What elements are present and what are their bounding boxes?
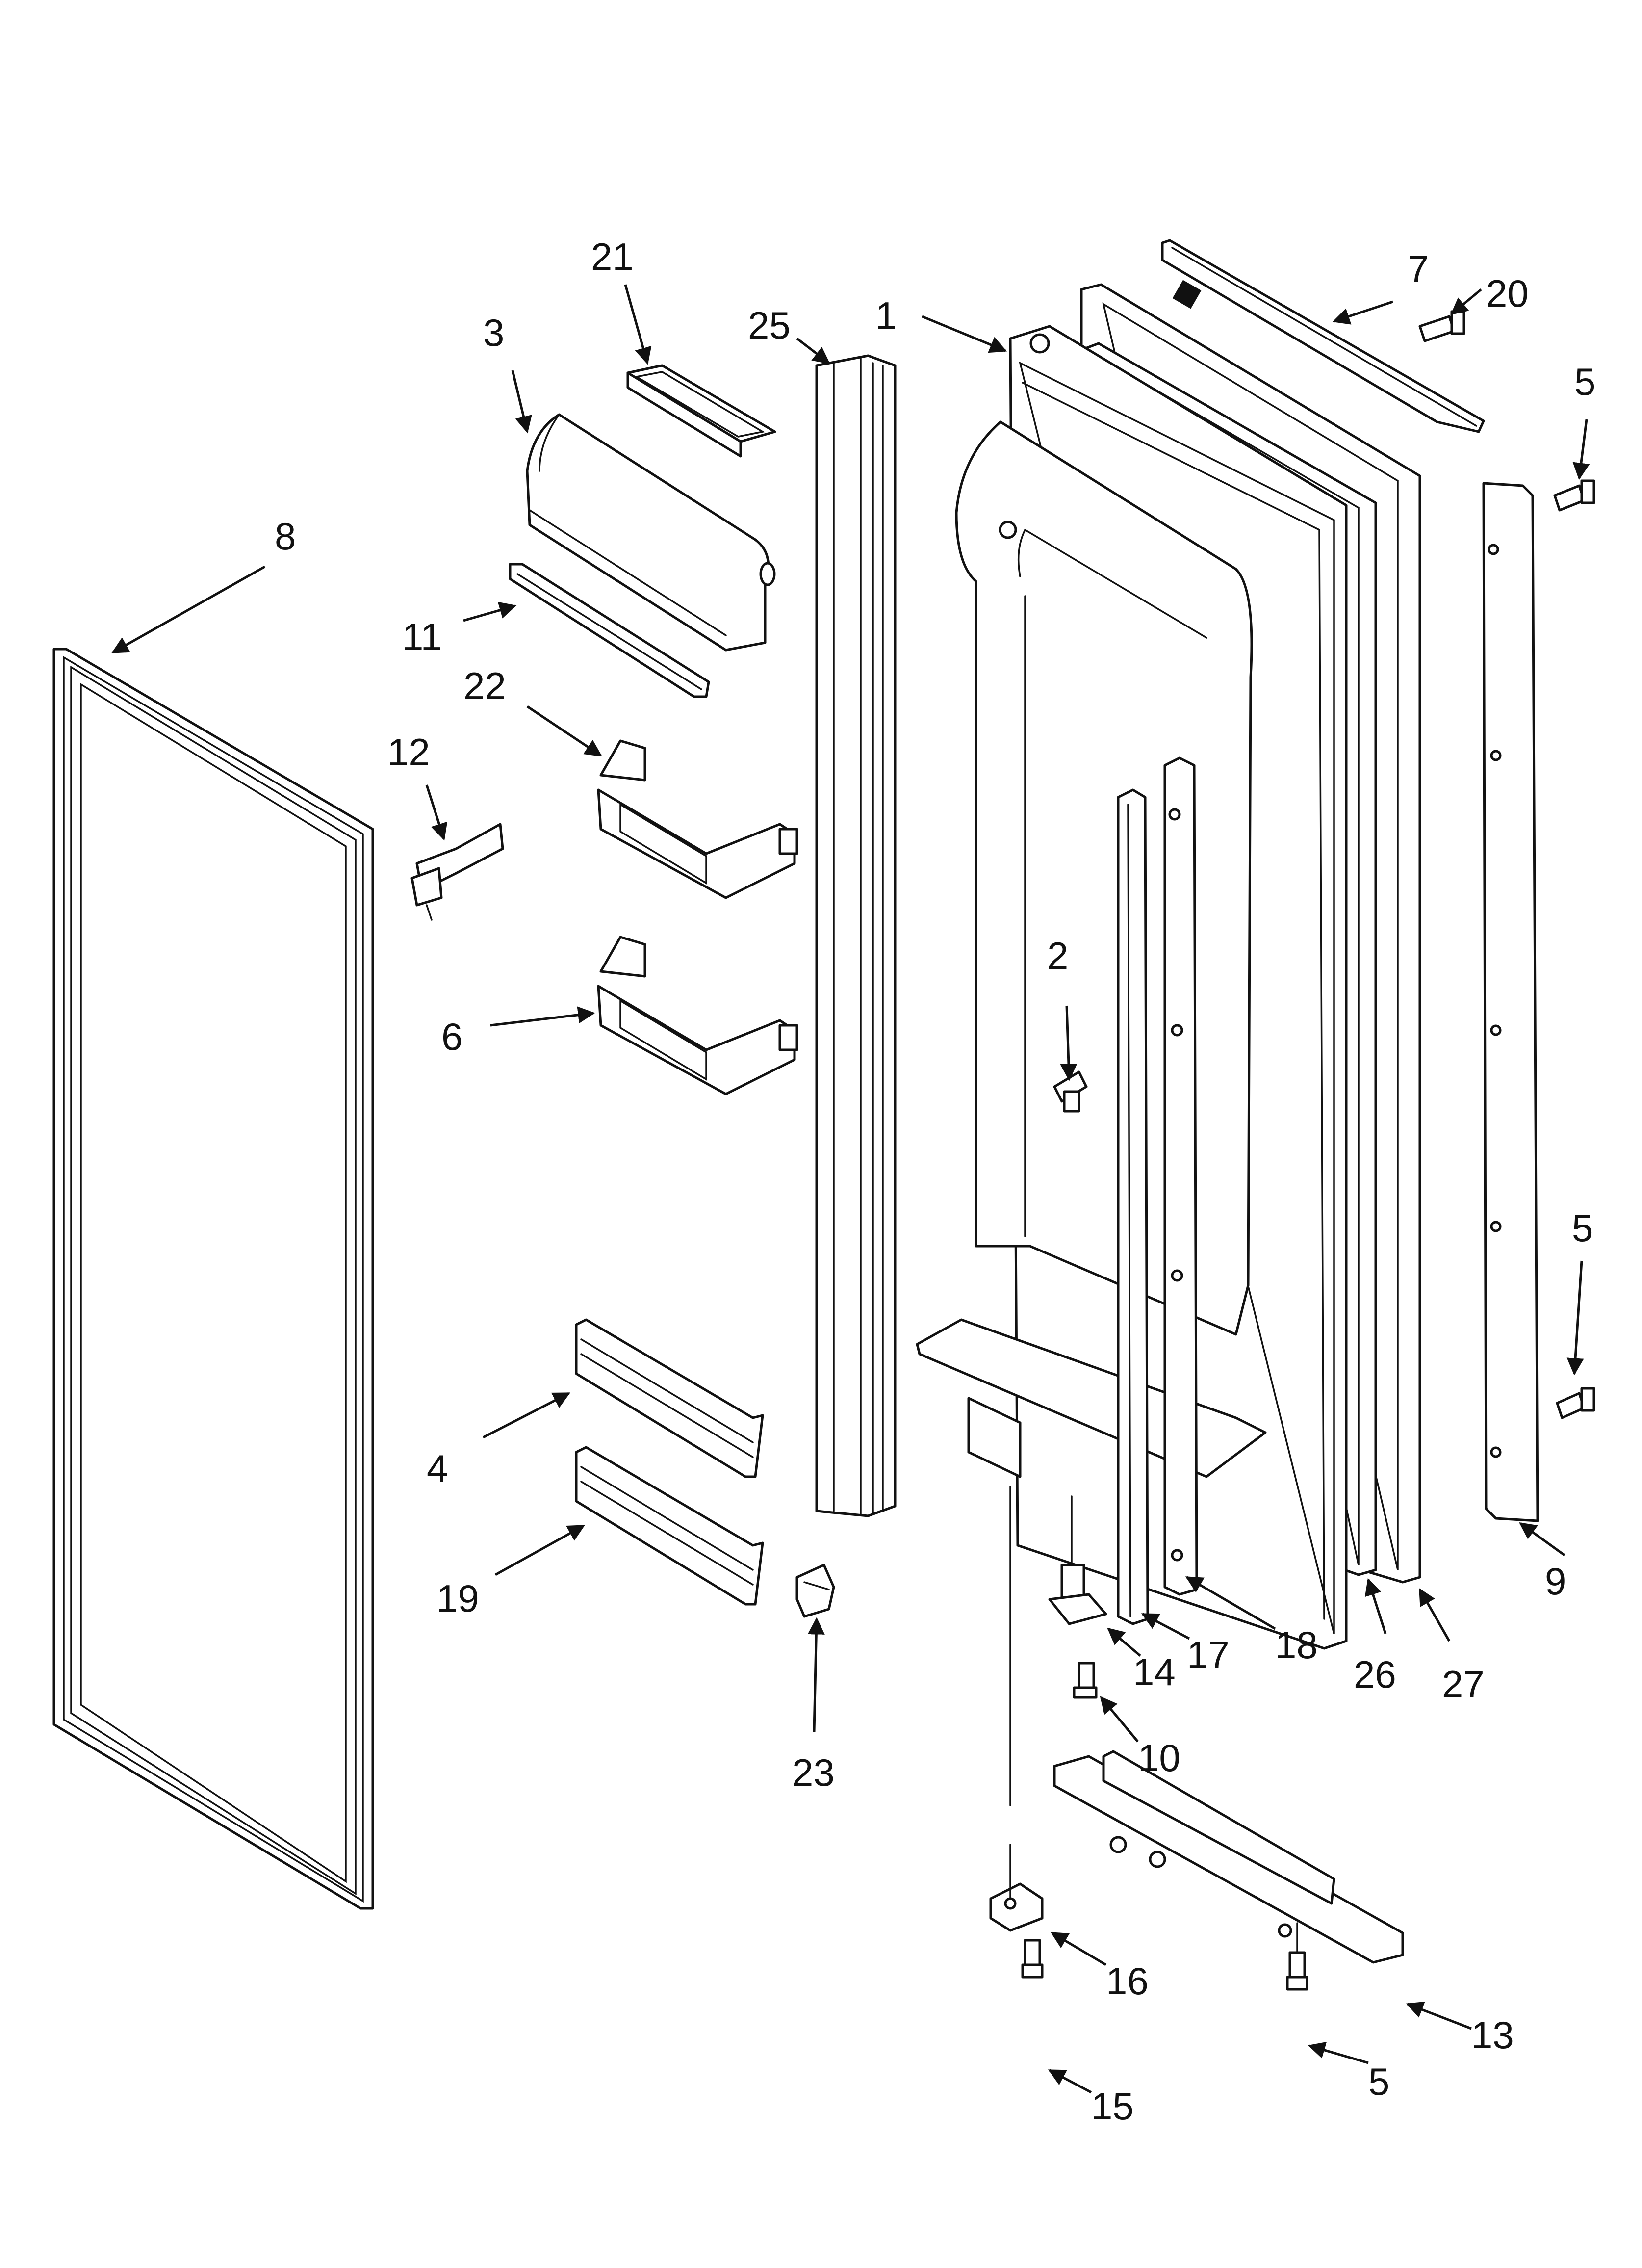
assembly-guide-lines bbox=[1009, 1486, 1298, 1954]
callout-16: 16 bbox=[1106, 1959, 1149, 2003]
callout-23: 23 bbox=[792, 1751, 835, 1794]
small-clip-part bbox=[795, 1564, 835, 1618]
hinge-pin-part bbox=[1048, 1564, 1107, 1625]
callout-2: 2 bbox=[1047, 934, 1068, 977]
callout-4: 4 bbox=[427, 1447, 448, 1490]
callout-9: 9 bbox=[1545, 1560, 1566, 1603]
callout-5-top: 5 bbox=[1574, 360, 1595, 403]
small-tray-part bbox=[626, 364, 776, 458]
screw-part-5-top bbox=[1553, 479, 1595, 512]
callout-labels: 1 2 3 4 5 5 5 6 7 8 9 10 11 12 13 14 15 … bbox=[275, 235, 1595, 2128]
door-gasket-part bbox=[52, 648, 374, 1910]
top-cap-part bbox=[1161, 239, 1485, 433]
callout-5-mid: 5 bbox=[1572, 1206, 1593, 1250]
callout-21: 21 bbox=[591, 235, 634, 278]
callout-11: 11 bbox=[402, 615, 442, 658]
shelf-rail-part-4 bbox=[575, 1318, 764, 1478]
callout-27: 27 bbox=[1442, 1663, 1485, 1706]
callout-13: 13 bbox=[1471, 2013, 1514, 2057]
callout-3: 3 bbox=[483, 311, 504, 354]
screw-part-20 bbox=[1418, 310, 1465, 342]
screw-part-15 bbox=[1021, 1939, 1044, 1979]
vertical-strip-part-17 bbox=[1117, 788, 1149, 1625]
vertical-strip-part-18 bbox=[1163, 756, 1198, 1596]
screw-part-5-mid bbox=[1556, 1387, 1595, 1419]
hinge-strip-part bbox=[1482, 482, 1539, 1522]
leader-lines bbox=[111, 284, 1590, 2094]
screw-part-5-bottom bbox=[1286, 1951, 1308, 1991]
callout-25: 25 bbox=[748, 304, 791, 347]
callout-14: 14 bbox=[1133, 1650, 1176, 1694]
shelf-rail-part-19 bbox=[575, 1446, 764, 1606]
bottom-bracket-part bbox=[1053, 1750, 1404, 1964]
callout-8: 8 bbox=[275, 515, 296, 558]
callout-18: 18 bbox=[1275, 1623, 1318, 1667]
callout-19: 19 bbox=[436, 1577, 479, 1620]
door-bin-part-22 bbox=[597, 739, 798, 899]
screw-part-10 bbox=[1073, 1662, 1098, 1699]
hinge-block-part bbox=[989, 1882, 1044, 1932]
callout-10: 10 bbox=[1138, 1736, 1180, 1779]
callout-6: 6 bbox=[441, 1015, 462, 1058]
dispenser-cover-part bbox=[526, 413, 776, 652]
callout-15: 15 bbox=[1091, 2085, 1134, 2128]
trim-strip-part bbox=[509, 563, 710, 698]
callout-26: 26 bbox=[1354, 1653, 1396, 1696]
callout-12: 12 bbox=[387, 730, 430, 774]
door-bin-part-6 bbox=[597, 936, 798, 1095]
clip-part bbox=[410, 823, 504, 921]
vertical-trim-part bbox=[815, 354, 897, 1517]
callout-1: 1 bbox=[875, 294, 897, 337]
callout-7: 7 bbox=[1408, 247, 1429, 290]
callout-20: 20 bbox=[1486, 272, 1529, 315]
callout-17: 17 bbox=[1187, 1633, 1230, 1676]
callout-22: 22 bbox=[463, 664, 506, 707]
callout-5-bottom: 5 bbox=[1368, 2060, 1389, 2103]
